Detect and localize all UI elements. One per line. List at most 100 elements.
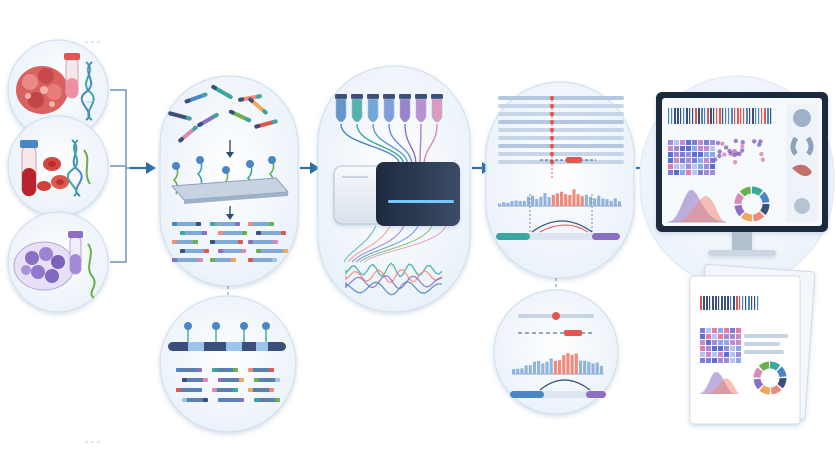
heatmap-cell [710, 164, 715, 169]
heatmap-cell [712, 334, 717, 339]
histogram-bar [605, 199, 609, 206]
histogram-bar [599, 365, 603, 374]
heatmap-cell [724, 340, 729, 345]
aligned-read [498, 151, 624, 157]
heatmap-cell [736, 352, 741, 357]
track-bar [719, 108, 721, 124]
histogram-bar [591, 363, 595, 374]
donut-chart-icon [753, 361, 787, 395]
histogram-bar [597, 195, 601, 206]
liver-organ-icon [792, 164, 812, 177]
barcoded-tube [431, 94, 443, 123]
heatmap-cell [712, 352, 717, 357]
brain-organ-icon [793, 109, 811, 127]
sequencing-read [210, 258, 236, 262]
heatmap-cell [736, 334, 741, 339]
barcoded-tube [415, 94, 427, 123]
track-bar [754, 296, 756, 310]
sample-input-line [423, 123, 438, 167]
heatmap-cell [674, 164, 679, 169]
histogram-bar [617, 201, 621, 206]
track-bar [671, 108, 673, 124]
track-bar [730, 296, 732, 310]
track-bar [695, 108, 697, 124]
zoom-variant-read [518, 312, 594, 336]
dna-fragment-icon [168, 85, 278, 143]
cluster-dot [727, 148, 732, 154]
arrow-1-head [146, 162, 156, 174]
histogram-bar [506, 202, 510, 206]
track-bar [686, 108, 688, 124]
heatmap-cell [680, 140, 685, 145]
signal-wave [345, 281, 443, 296]
histogram-bar [551, 194, 555, 206]
heatmap-cell [730, 346, 735, 351]
heatmap-cell [680, 164, 685, 169]
track-bar [718, 296, 720, 310]
sample-input-line [356, 123, 405, 167]
track-bar [727, 296, 729, 310]
heatmap-cell [706, 328, 711, 333]
dna-fragment [178, 125, 198, 143]
histogram-bar [537, 360, 541, 374]
sequencing-read [256, 231, 286, 235]
heatmap-cell [710, 146, 715, 151]
heatmap-cell [692, 164, 697, 169]
track-bar [700, 296, 702, 310]
signal-wave [345, 275, 443, 290]
heatmap-cell [686, 158, 691, 163]
heatmap-cell [730, 334, 735, 339]
sequencing-read [248, 258, 277, 262]
track-bar [677, 108, 679, 124]
track-bar [767, 108, 769, 124]
heatmap-cell [718, 328, 723, 333]
cluster-dot [733, 138, 738, 144]
dna-helix-icon [66, 139, 83, 197]
sample-input-line [388, 123, 413, 167]
track-bar [748, 296, 750, 310]
track-bar [715, 296, 717, 310]
barcoded-tube [383, 94, 395, 123]
sequencing-read [248, 240, 278, 244]
heatmap-cell [700, 340, 705, 345]
barcoded-tube [367, 94, 379, 123]
dna-fragment [184, 92, 208, 104]
histogram-bar [562, 355, 566, 374]
sequencer-icon [333, 162, 460, 226]
histogram-bar [564, 194, 568, 206]
library-zoom-circle [159, 295, 297, 433]
heatmap-cell [724, 334, 729, 339]
histogram-bar [526, 196, 531, 206]
sequencing-read [218, 398, 244, 402]
histogram-bar [570, 354, 574, 374]
genome-track-icon [668, 108, 772, 124]
dashed-guide-line [85, 41, 100, 443]
track-bar [740, 108, 742, 124]
heatmap-cell [704, 140, 709, 145]
histogram-bar [524, 365, 528, 374]
arrow-2-head [310, 162, 320, 174]
output-line [363, 225, 447, 263]
coverage-histogram-icon [512, 353, 604, 375]
structural-variant-arc-icon [496, 194, 620, 240]
adapter-ligated-read-icon [176, 368, 280, 402]
heatmap-cell [712, 340, 717, 345]
histogram-bar [593, 198, 597, 206]
aligned-read [498, 135, 624, 141]
heatmap-cell [706, 346, 711, 351]
aligned-read [498, 119, 624, 125]
heatmap-cell [700, 334, 705, 339]
histogram-bar [532, 361, 537, 374]
heatmap-cell [724, 346, 729, 351]
histogram-bar [516, 368, 520, 374]
heatmap-cell [674, 140, 679, 145]
heatmap-cell [668, 170, 673, 175]
track-bar [761, 108, 763, 124]
histogram-bar [553, 360, 557, 374]
heatmap-cell [668, 164, 673, 169]
track-bar [712, 296, 714, 310]
track-bar [724, 296, 726, 310]
heatmap-cell [718, 352, 723, 357]
heatmap-cell [698, 152, 703, 157]
